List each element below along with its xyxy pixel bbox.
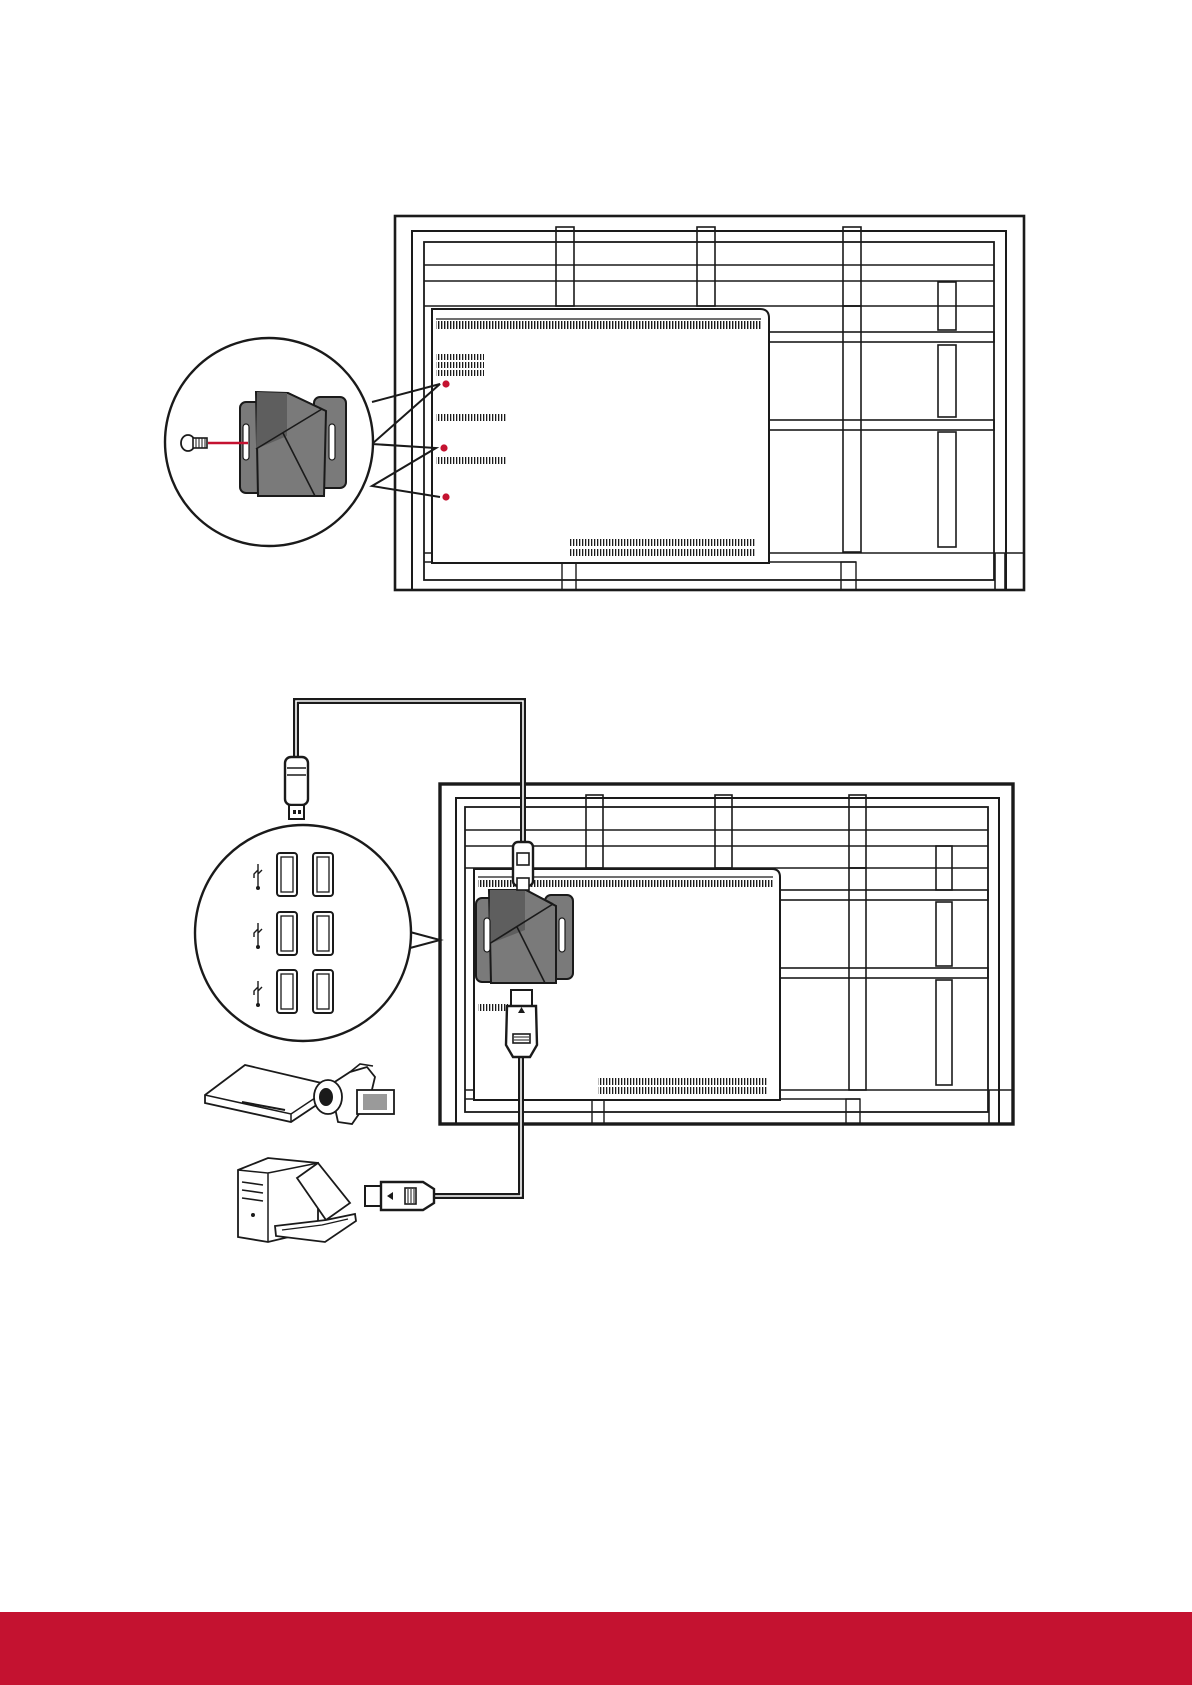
slot-module [240, 392, 346, 496]
figure-module-installation [165, 216, 1024, 590]
mounting-point-1 [442, 380, 449, 387]
zoom-callout [165, 338, 440, 546]
slot-module [476, 890, 573, 983]
footer-bar [0, 1612, 1192, 1685]
hdmi-plug-icon [506, 990, 537, 1057]
usb-plug-icon [513, 842, 533, 890]
media-player-icon [205, 1065, 330, 1122]
hdmi-plug-icon [365, 1182, 434, 1210]
mounting-point-3 [442, 493, 449, 500]
camcorder-icon [314, 1064, 394, 1124]
usb-ports-callout [195, 825, 440, 1041]
figure-cable-connection [195, 701, 1013, 1242]
mounting-point-2 [440, 444, 447, 451]
usb-plug-icon [285, 757, 308, 819]
slot-board [432, 309, 769, 563]
